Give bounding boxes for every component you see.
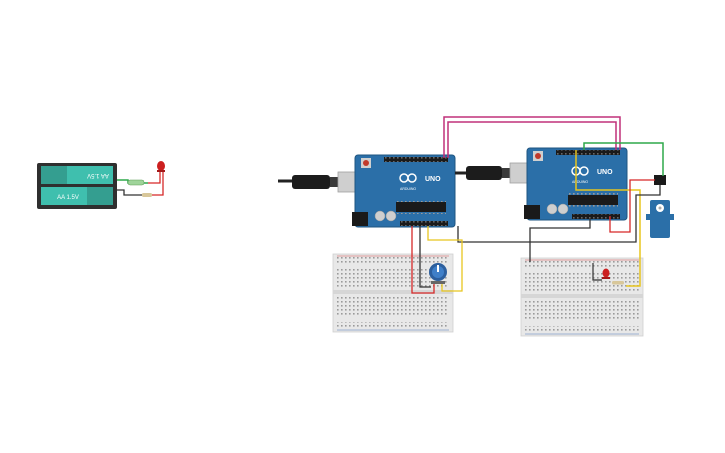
- wire-yellow[interactable]: [575, 150, 641, 287]
- wire-red[interactable]: [411, 226, 435, 294]
- wire-green[interactable]: [583, 142, 664, 176]
- wire-black[interactable]: [592, 263, 602, 281]
- battery-cell-top-label: AA 1.5V: [87, 172, 109, 178]
- wire-magenta[interactable]: [443, 116, 621, 158]
- potentiometer[interactable]: [429, 263, 447, 284]
- wire-black[interactable]: [457, 185, 661, 243]
- wire-red[interactable]: [609, 179, 655, 233]
- battery-cell-bottom-label: AA 1.5V: [57, 195, 79, 201]
- breadboard-right[interactable]: [520, 257, 644, 337]
- led-red[interactable]: [602, 268, 610, 280]
- wire-red[interactable]: [148, 170, 161, 184]
- battery-pack[interactable]: AA 1.5V AA 1.5V: [37, 163, 117, 209]
- wire-magenta[interactable]: [447, 121, 617, 158]
- wire-black[interactable]: [419, 226, 431, 288]
- arduino-left-brand-label: ARDUINO: [400, 187, 416, 191]
- resistor[interactable]: [127, 179, 145, 186]
- arduino-left-model-label: UNO: [425, 176, 441, 183]
- arduino-board-left[interactable]: UNO ARDUINO: [352, 154, 456, 228]
- resistor[interactable]: [142, 193, 152, 197]
- servo-motor[interactable]: [646, 175, 674, 238]
- wire-yellow[interactable]: [427, 226, 463, 292]
- wire-black[interactable]: [529, 219, 591, 262]
- led-red[interactable]: [157, 161, 165, 172]
- wire-black[interactable]: [117, 189, 150, 196]
- resistor[interactable]: [612, 281, 624, 285]
- arduino-board-right[interactable]: UNO ARDUINO: [524, 147, 628, 221]
- arduino-right-brand-label: ARDUINO: [572, 180, 588, 184]
- arduino-right-model-label: UNO: [597, 169, 613, 176]
- wire-red[interactable]: [152, 170, 164, 196]
